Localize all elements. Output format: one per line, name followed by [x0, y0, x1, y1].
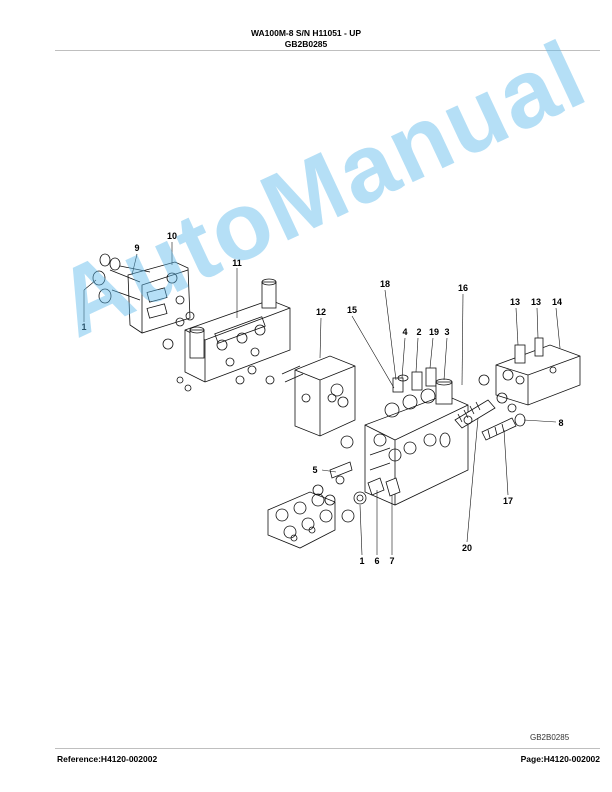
callout-1: 1: [81, 322, 86, 332]
model-line: WA100M-8 S/N H11051 - UP: [250, 28, 362, 38]
callout-10: 10: [167, 231, 177, 241]
callout-13b: 13: [531, 297, 541, 307]
callout-2: 2: [416, 327, 421, 337]
callout-14: 14: [552, 297, 562, 307]
callout-7: 7: [389, 556, 394, 566]
page-header: WA100M-8 S/N H11051 - UP GB2B0285: [0, 28, 612, 50]
plug-fittings: [92, 253, 151, 304]
callout-17: 17: [503, 496, 513, 506]
callout-19: 19: [429, 327, 439, 337]
figure-code-label: GB2B0285: [530, 733, 570, 742]
solenoid-manifold-lower: [267, 491, 336, 549]
callout-16: 16: [458, 283, 468, 293]
callout-3: 3: [444, 327, 449, 337]
callout-18: 18: [380, 279, 390, 289]
callout-15: 15: [347, 305, 357, 315]
solenoid-valve-block: [184, 278, 291, 383]
callout-9: 9: [134, 243, 139, 253]
callout-12: 12: [316, 307, 326, 317]
o-rings-middle: [327, 393, 354, 449]
o-rings-lower: [312, 475, 355, 523]
relief-valve-cartridge: [454, 399, 496, 429]
callout-20: 20: [462, 543, 472, 553]
o-rings-right: [478, 374, 517, 413]
callout-5: 5: [312, 465, 317, 475]
callout-6: 6: [374, 556, 379, 566]
figure-code-header: GB2B0285: [284, 39, 328, 49]
right-end-valve: [495, 337, 581, 406]
callout-1-lower: 1: [359, 556, 364, 566]
end-cover-plate: [127, 261, 191, 334]
callout-11: 11: [232, 258, 242, 268]
leader-lines: [83, 242, 561, 556]
header-rule: [55, 50, 600, 51]
o-rings-left: [162, 311, 275, 392]
reference-text: Reference:H4120-002002: [57, 754, 158, 764]
spacer-block: [281, 355, 356, 437]
plug-and-fittings-lower: [329, 461, 401, 505]
callout-8: 8: [558, 418, 563, 428]
check-valve: [481, 413, 526, 441]
spool-valves-top: [392, 367, 453, 405]
callout-13a: 13: [510, 297, 520, 307]
callout-labels: 1 9 10 11 12 15 18 4 2 19 3 16 13 13 14 …: [81, 231, 563, 566]
footer-rule: [55, 748, 600, 749]
callout-4: 4: [402, 327, 407, 337]
page-number-text: Page:H4120-002002: [520, 754, 600, 764]
